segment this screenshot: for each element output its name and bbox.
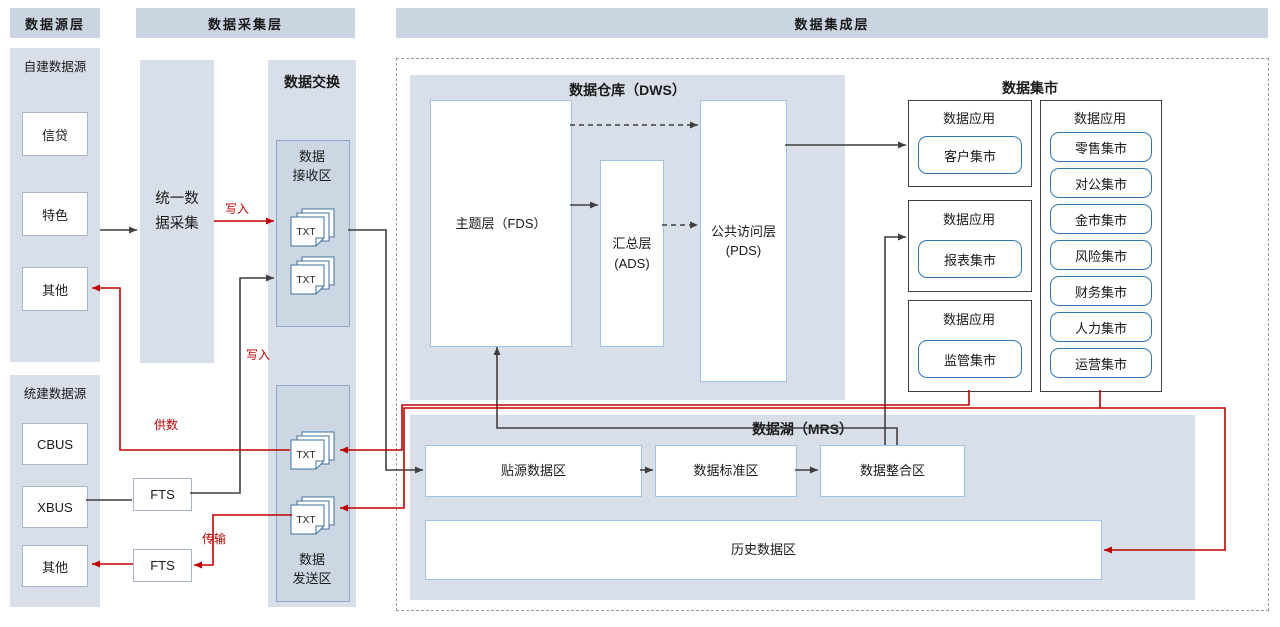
dws-title: 数据仓库（DWS） [569, 82, 686, 98]
svg-text:TXT: TXT [297, 515, 316, 526]
receive-zone-label: 数据 接收区 [292, 149, 332, 183]
send-zone-label: 数据 发送区 [292, 552, 332, 586]
mart-customer: 客户集市 [918, 136, 1022, 174]
mart-finance: 财务集市 [1050, 276, 1152, 306]
self-built-sources-title: 自建数据源 [23, 60, 87, 74]
flow-label-supply: 供数 [154, 418, 179, 432]
mart-group-customer-label: 数据应用 [942, 111, 995, 126]
unified-collection-panel: 统一数据采集 [140, 60, 214, 363]
mart-group-regulatory-label: 数据应用 [942, 312, 995, 327]
unified-collection-label: 统一数据采集 [155, 190, 199, 232]
flow-label-write-upper: 写入 [225, 202, 250, 216]
mart-gold-market: 金市集市 [1050, 204, 1152, 234]
source-box-special: 特色 [22, 192, 88, 236]
svg-text:TXT: TXT [297, 275, 316, 286]
fts-upper-box: FTS [133, 478, 192, 511]
mart-group-business-label: 数据应用 [1073, 111, 1126, 126]
txt-file-icon: TXT [290, 256, 335, 295]
mart-risk: 风险集市 [1050, 240, 1152, 270]
mart-operations: 运营集市 [1050, 348, 1152, 378]
data-standard-zone-box: 数据标准区 [655, 445, 797, 497]
source-box-credit: 信贷 [22, 112, 88, 156]
source-box-cbus: CBUS [22, 423, 88, 465]
txt-file-icon: TXT [290, 208, 335, 247]
txt-file-icon: TXT [290, 431, 335, 470]
unified-sources-title: 统建数据源 [23, 387, 87, 401]
source-data-zone-box: 贴源数据区 [425, 445, 642, 497]
mart-group-report-label: 数据应用 [942, 212, 995, 227]
source-box-xbus: XBUS [22, 486, 88, 528]
header-source-layer: 数据源层 [10, 8, 100, 38]
svg-text:TXT: TXT [297, 227, 316, 238]
flow-label-write-lower: 写入 [246, 348, 271, 362]
source-box-other-unified: 其他 [22, 545, 88, 587]
flow-label-transfer: 传输 [202, 532, 227, 546]
mrs-title: 数据湖（MRS） [751, 421, 854, 437]
data-exchange-title: 数据交换 [284, 74, 340, 90]
header-integration-layer: 数据集成层 [396, 8, 1268, 38]
mart-hr: 人力集市 [1050, 312, 1152, 342]
fts-lower-box: FTS [133, 549, 192, 582]
source-box-other-self: 其他 [22, 267, 88, 311]
mart-corporate: 对公集市 [1050, 168, 1152, 198]
history-data-zone-box: 历史数据区 [425, 520, 1102, 580]
summary-layer-ads-box: 汇总层 (ADS) [600, 160, 664, 347]
mart-regulatory: 监管集市 [918, 340, 1022, 378]
public-access-pds-box: 公共访问层 (PDS) [700, 100, 787, 382]
txt-file-icon: TXT [290, 496, 335, 535]
header-collection-layer: 数据采集层 [136, 8, 355, 38]
mart-retail: 零售集市 [1050, 132, 1152, 162]
data-integration-zone-box: 数据整合区 [820, 445, 965, 497]
subject-layer-fds-box: 主题层（FDS） [430, 100, 572, 347]
data-mart-title: 数据集市 [1002, 80, 1058, 96]
mart-report: 报表集市 [918, 240, 1022, 278]
svg-text:TXT: TXT [297, 450, 316, 461]
